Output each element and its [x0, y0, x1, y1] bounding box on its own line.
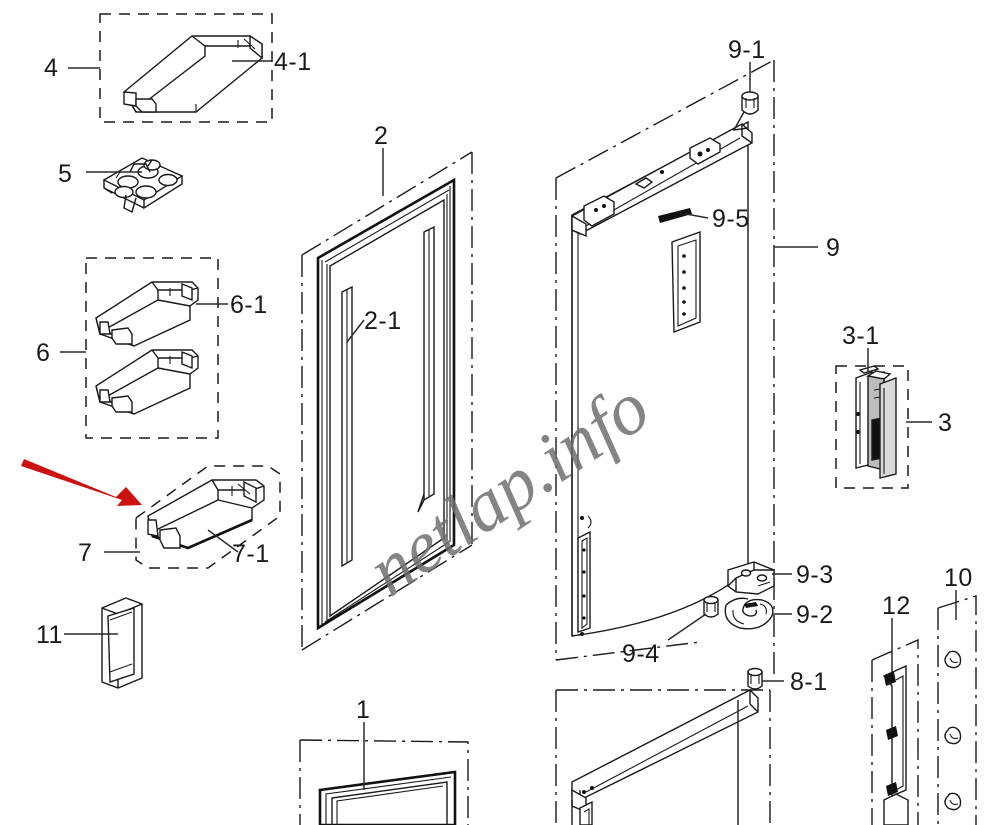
part-7-dashed-box — [135, 465, 281, 569]
label-9-5: 9-5 — [712, 205, 750, 233]
label-9-1: 9-1 — [728, 36, 766, 64]
part-4-1-bin — [123, 34, 263, 113]
lower-door-body — [555, 689, 771, 825]
part-9-handle-recess-upper — [671, 231, 701, 334]
part-9-door-body — [571, 91, 759, 637]
label-11: 11 — [36, 621, 63, 649]
label-9-4: 9-4 — [622, 640, 660, 668]
part-3-1-board — [855, 365, 897, 479]
label-6: 6 — [36, 339, 50, 367]
part-9-1-hinge-pin — [732, 91, 759, 131]
part-3-dashed-box — [835, 365, 909, 489]
part-7-group: 7 7-1 — [78, 465, 281, 569]
part-9-group: 9-1 9 9-5 — [555, 36, 840, 680]
leader-2-1 — [346, 319, 365, 343]
leader-9-5 — [685, 213, 709, 219]
part-10-clips — [944, 650, 962, 811]
part-2-1-gasket — [316, 177, 456, 631]
label-7: 7 — [78, 539, 92, 567]
part-9-env-bottom — [555, 641, 701, 661]
part-2-env-bottom — [301, 544, 473, 651]
part-10-env-top — [937, 595, 977, 825]
label-10: 10 — [944, 564, 973, 592]
part-1-env-top — [299, 739, 469, 825]
part-3-group: 3-1 3 — [835, 322, 952, 489]
label-6-1: 6-1 — [230, 291, 268, 319]
label-2-1: 2-1 — [364, 307, 402, 335]
label-2: 2 — [374, 122, 388, 150]
label-9: 9 — [826, 234, 840, 262]
label-5: 5 — [58, 160, 72, 188]
part-11-group: 11 — [36, 597, 143, 689]
part-6-1-bin-upper — [95, 281, 199, 347]
part-4-dashed-box — [99, 13, 273, 123]
part-9-4-group: 9-4 — [622, 595, 719, 668]
part-9-5-cap — [658, 208, 692, 223]
part-6-group: 6 6-1 — [36, 257, 268, 439]
part-9-handle-recess-lower — [577, 515, 592, 636]
part-8-1-group: 8-1 — [747, 667, 828, 696]
label-1: 1 — [356, 696, 370, 724]
part-4-group: 4 4-1 — [44, 13, 312, 123]
label-12: 12 — [882, 592, 911, 620]
part-9-2-group: 9-2 — [724, 597, 834, 630]
part-12-group: 12 — [871, 592, 919, 825]
label-9-3: 9-3 — [796, 561, 834, 589]
part-12-env-top — [871, 638, 919, 825]
part-6-dashed-box — [85, 257, 219, 439]
part-9-4-bushing — [703, 595, 719, 618]
part-9-3-group: 9-3 — [727, 561, 834, 595]
part-2-group: 2 2-1 — [301, 122, 473, 651]
part-9-env-top — [555, 59, 775, 179]
part-6-bin-lower — [95, 349, 199, 415]
part-9-3-bracket — [727, 561, 775, 595]
label-8-1: 8-1 — [790, 668, 828, 696]
part-1-group: 1 — [299, 696, 469, 825]
leader-9-4 — [667, 613, 707, 641]
part-5-egg-tray — [102, 157, 184, 214]
label-3-1: 3-1 — [842, 322, 880, 350]
part-9-2-cam — [724, 597, 774, 630]
highlight-arrow — [21, 459, 142, 506]
leader-7-1 — [207, 529, 239, 553]
part-1-gasket — [318, 770, 457, 825]
part-5-group: 5 — [58, 157, 184, 214]
label-7-1: 7-1 — [232, 540, 270, 568]
label-3: 3 — [938, 409, 952, 437]
part-10-group: 10 — [937, 564, 977, 825]
part-7-1-bin — [147, 479, 265, 550]
part-11-cover — [101, 597, 143, 689]
part-8-1-bushing — [747, 667, 763, 690]
label-4-1: 4-1 — [274, 48, 312, 76]
label-4: 4 — [44, 54, 58, 82]
label-9-2: 9-2 — [796, 601, 834, 629]
part-12-bracket — [882, 664, 909, 825]
part-2-env-top — [301, 151, 473, 256]
